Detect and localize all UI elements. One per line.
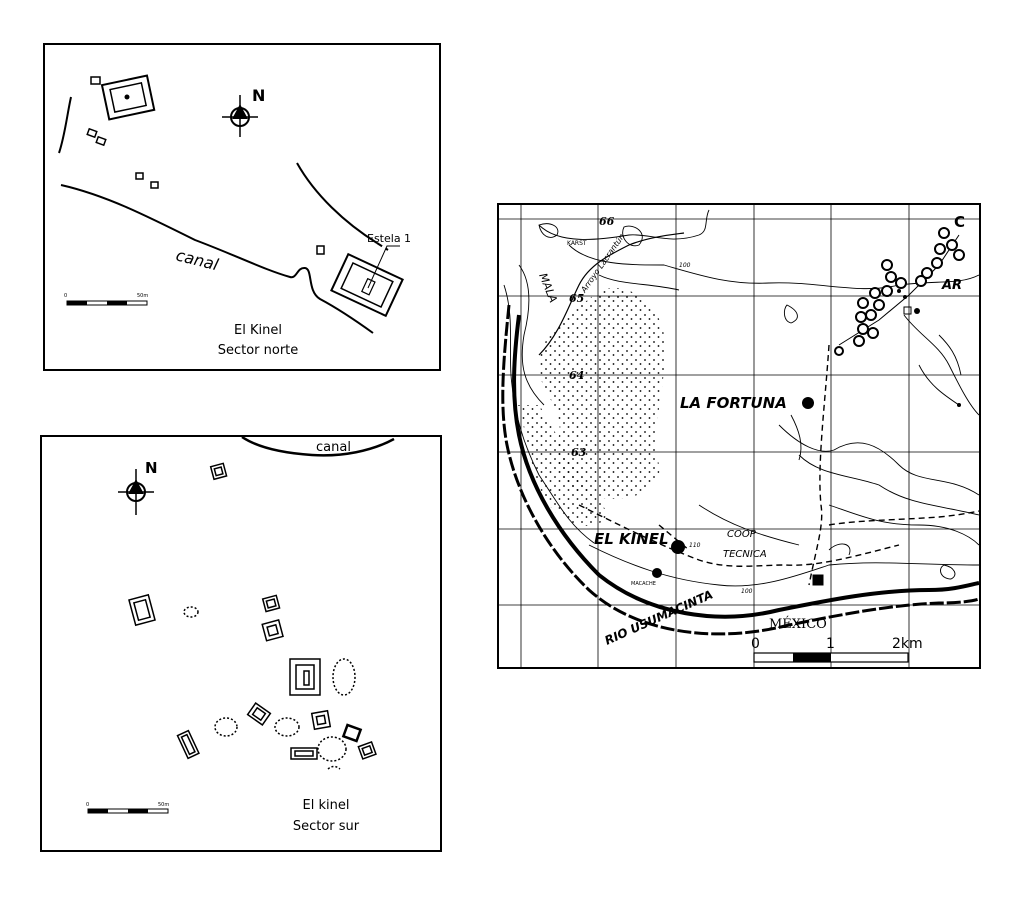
- mound-ellipse: [327, 765, 341, 770]
- grid-label: 65: [569, 292, 584, 305]
- pyramid-structure: [341, 723, 363, 743]
- stela-leader-line: [367, 245, 400, 289]
- location-map: 66 65 64 63 C AR KARST Arroyo Lacrantún …: [497, 203, 981, 669]
- map-scale-bar: [753, 652, 909, 663]
- pyramid-structure: [289, 658, 321, 696]
- south-sector-drawing: canal N: [86, 437, 395, 834]
- mound-structure: [90, 76, 101, 85]
- pyramid-structure: [310, 709, 332, 731]
- scale-start-label: 0: [86, 802, 89, 808]
- main-platform-structure: [100, 74, 156, 121]
- stela-platform-structure: [330, 252, 404, 318]
- site-label-el-kinel: EL KINEL: [594, 530, 669, 548]
- usumacinta-river: [501, 304, 979, 636]
- mound-ellipse: [183, 606, 199, 618]
- stream-line: [538, 232, 685, 356]
- relief-label: KARST: [567, 240, 587, 247]
- mound-ellipse: [332, 658, 356, 696]
- pyramid-structure: [357, 741, 377, 760]
- swamp-area: [539, 287, 665, 499]
- canal-label: canal: [174, 245, 221, 274]
- contour-label: 110: [689, 542, 701, 549]
- coop-label: TECNICA: [723, 549, 767, 560]
- corner-label: C: [954, 213, 965, 231]
- north-arrow-icon: [118, 469, 154, 515]
- terrace-edge: [58, 96, 72, 154]
- contour-label: 100: [679, 262, 691, 269]
- plan-title: El kinel: [303, 798, 350, 813]
- mound-structure: [316, 245, 325, 255]
- hill-marker: [903, 306, 912, 315]
- mound-structure: [86, 127, 98, 139]
- canal-label: canal: [316, 440, 351, 455]
- platform-structure: [290, 747, 318, 760]
- site-label-la-fortuna: LA FORTUNA: [680, 394, 787, 412]
- map-scale-label: 2km: [892, 636, 923, 652]
- canal-bank: [296, 162, 378, 244]
- mound-structure: [150, 181, 159, 189]
- mound-ellipse: [274, 717, 300, 737]
- south-sector-plan: canal N: [40, 435, 442, 852]
- structures: [128, 462, 377, 770]
- river-label: RIO USUMACINTA: [603, 587, 716, 647]
- canal-bank: [241, 437, 395, 457]
- map-scale-label: 0: [751, 636, 760, 652]
- scale-end-label: 50m: [137, 293, 148, 299]
- stela-label: Estela 1: [367, 232, 411, 245]
- pyramid-structure: [246, 702, 272, 726]
- platform-structure: [176, 729, 200, 760]
- map-scale-label: 1: [826, 636, 835, 652]
- archaeological-site-icon: [652, 397, 814, 578]
- pyramid-structure: [209, 462, 228, 481]
- scale-start-label: 0: [64, 293, 67, 299]
- pyramid-structure: [261, 594, 281, 613]
- location-map-drawing: 66 65 64 63 C AR KARST Arroyo Lacrantún …: [499, 205, 979, 667]
- mound-dot: [897, 289, 961, 407]
- coop-label: COOP: [727, 529, 757, 540]
- scale-bar: [87, 808, 169, 814]
- plan-title: El Kinel: [234, 323, 282, 338]
- platform-structure: [128, 593, 156, 627]
- mound-ellipse: [214, 717, 238, 737]
- mound-structure: [95, 135, 107, 147]
- grid-label: 63: [571, 446, 587, 459]
- swamp-area: [517, 405, 609, 526]
- pyramid-structure: [261, 619, 284, 642]
- grid-label: 66: [599, 215, 615, 228]
- border-marker: [812, 574, 824, 586]
- plan-subtitle: Sector sur: [293, 819, 360, 834]
- road-label: AR: [941, 278, 962, 293]
- scale-end-label: 50m: [158, 802, 169, 808]
- mound-structure: [135, 172, 144, 180]
- north-label: N: [252, 86, 265, 105]
- canal-bank: [60, 184, 374, 334]
- north-sector-plan: Estela 1 canal N 0 50m El Kinel Sector n…: [43, 43, 441, 371]
- country-label: MÉXICO: [769, 616, 827, 632]
- contour-label: 100: [741, 588, 753, 595]
- grid-label: 64: [569, 369, 584, 382]
- north-sector-drawing: Estela 1 canal N 0 50m El Kinel Sector n…: [58, 74, 411, 358]
- mound-circle-icon: [834, 227, 965, 356]
- plan-subtitle: Sector norte: [218, 343, 299, 358]
- village-label: MACACHE: [631, 581, 656, 587]
- river-label: MALA: [536, 271, 560, 304]
- scale-bar: [66, 300, 148, 306]
- north-arrow-icon: [222, 95, 258, 137]
- north-label: N: [145, 459, 158, 477]
- mound-ellipse: [317, 736, 347, 762]
